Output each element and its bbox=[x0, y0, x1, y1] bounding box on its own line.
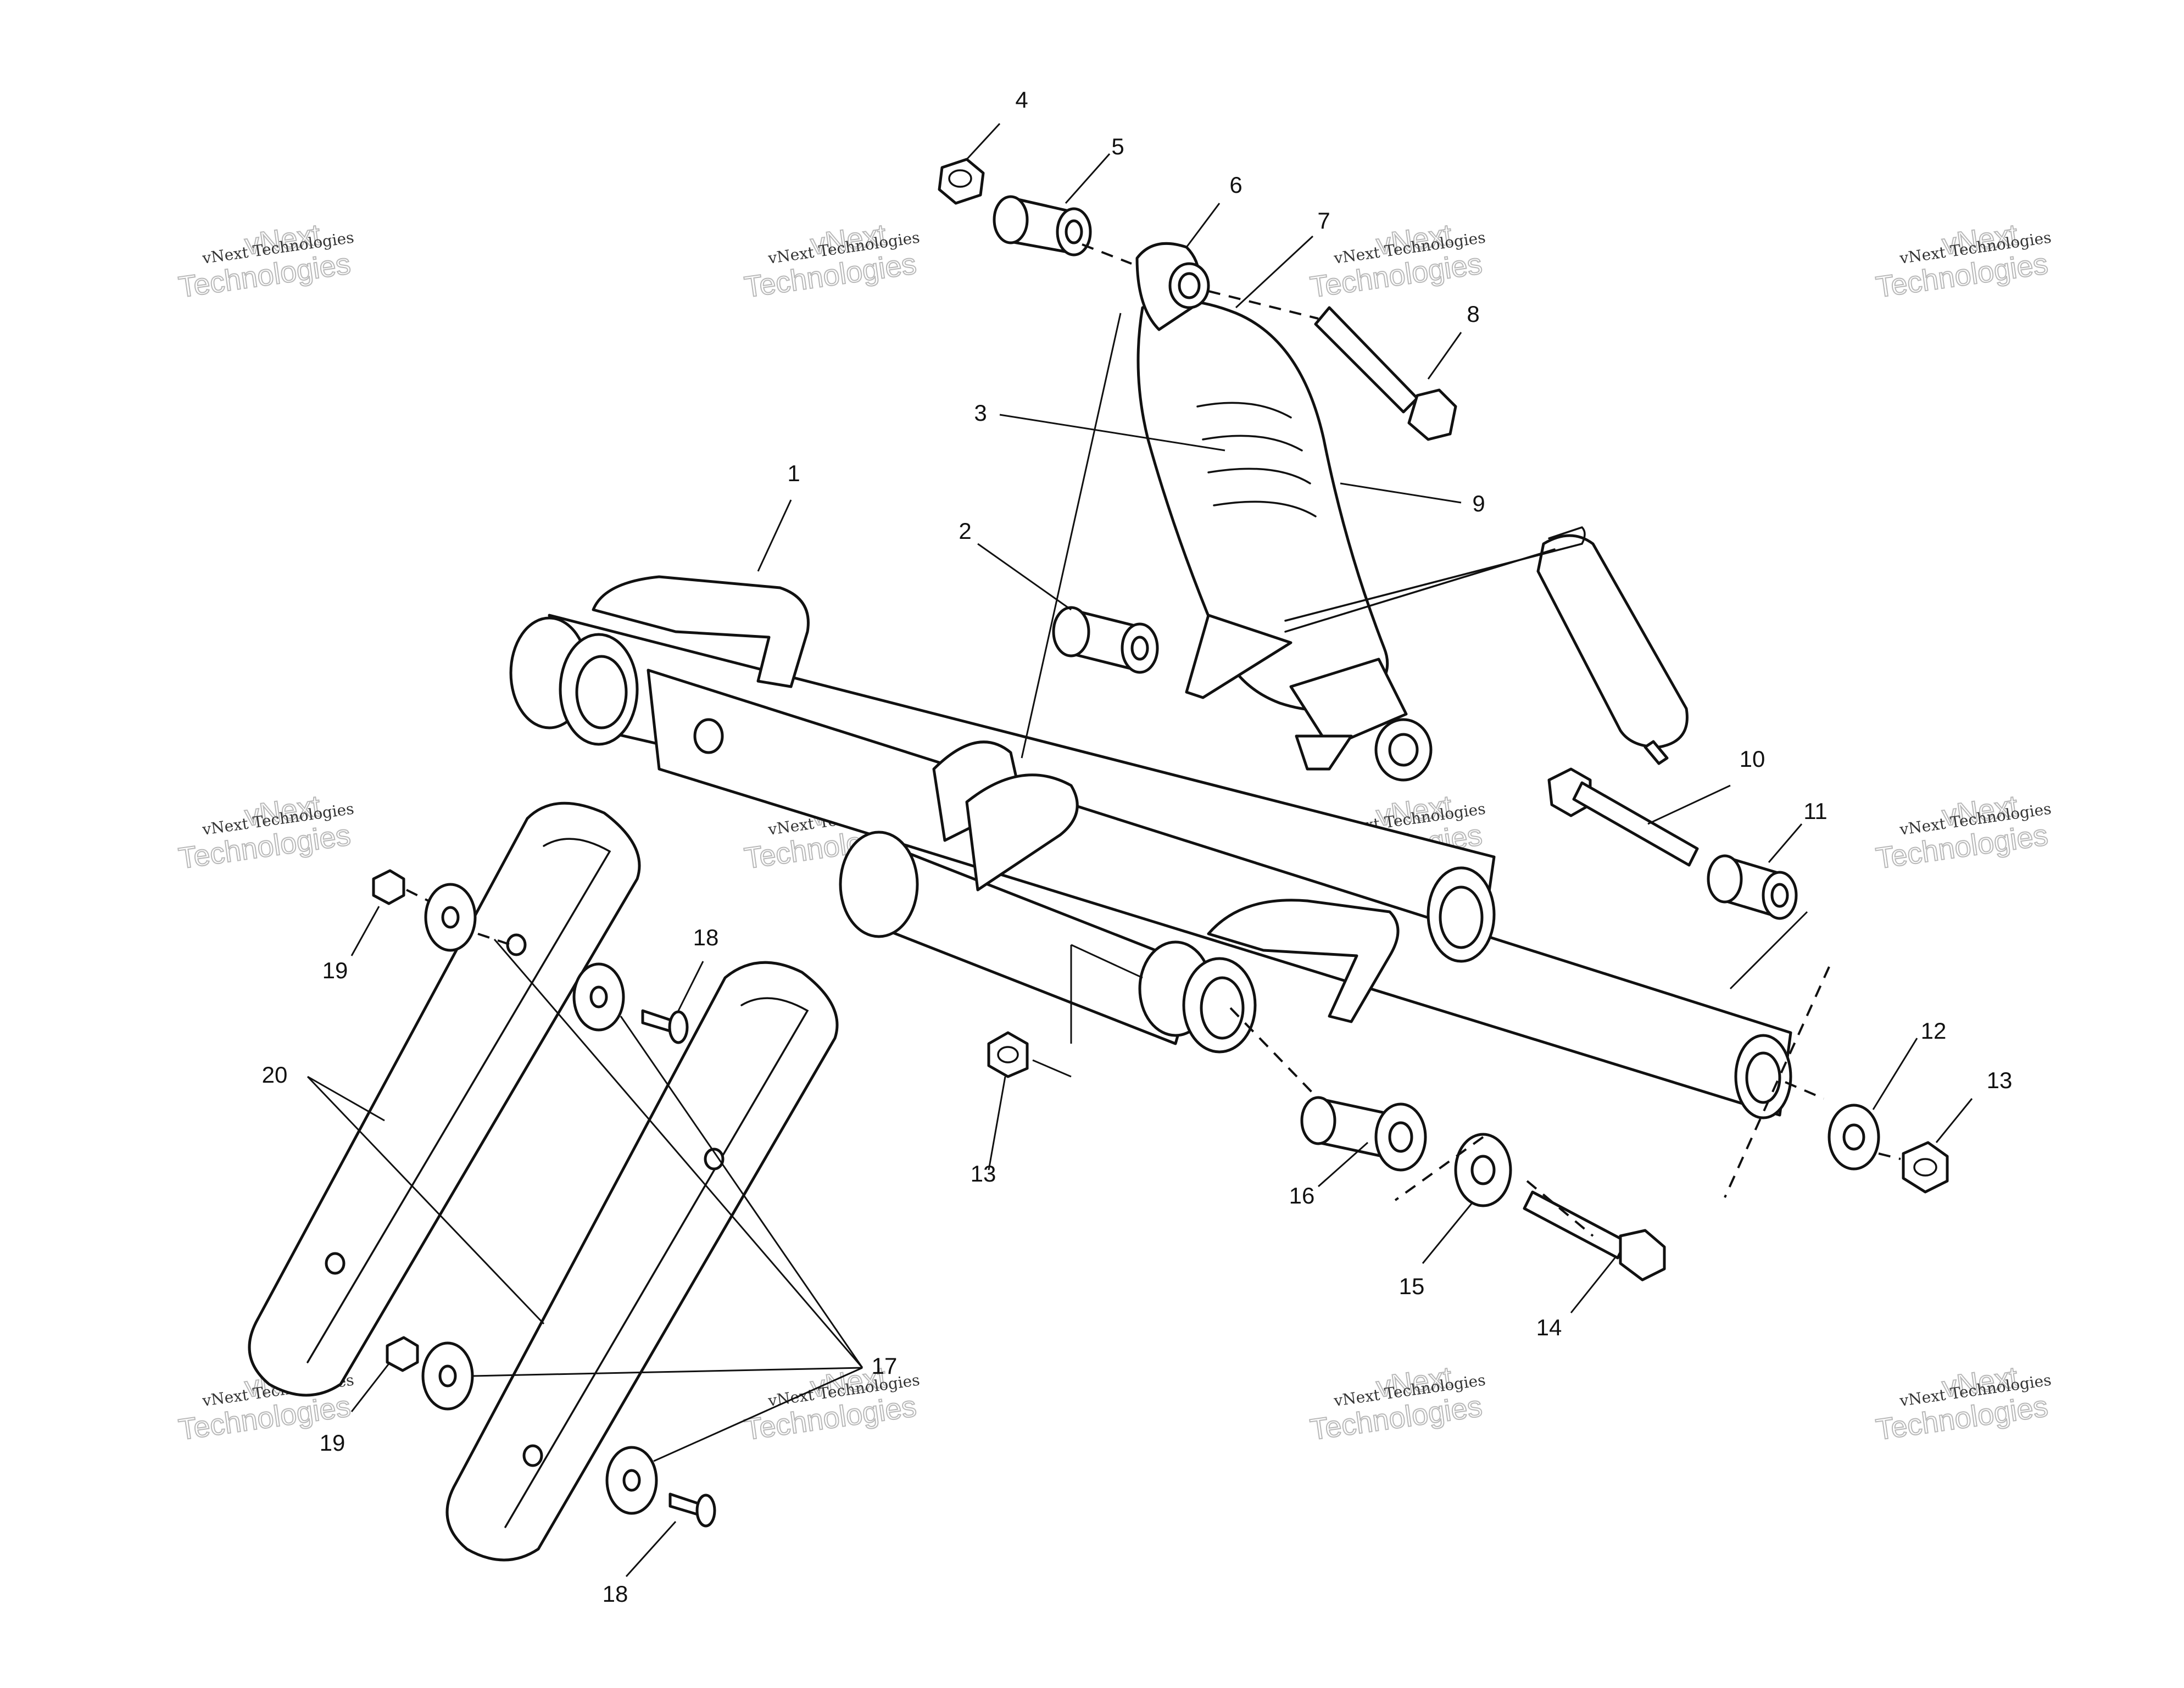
link-arm bbox=[445, 961, 839, 1562]
flanged-bushing bbox=[1300, 1096, 1427, 1172]
callout-17: 17 bbox=[872, 1353, 898, 1379]
callout-19: 19 bbox=[322, 957, 348, 983]
spacer bbox=[1052, 606, 1159, 674]
watermark: vNext vNext Technologies Technologies bbox=[1307, 1360, 1486, 1447]
spacer bbox=[993, 195, 1092, 257]
callout-18: 18 bbox=[603, 1581, 628, 1607]
watermark: vNext vNext Technologies Technologies bbox=[742, 218, 921, 304]
pin bbox=[641, 1009, 689, 1044]
assembly-lines bbox=[406, 243, 1901, 1237]
bolt bbox=[1314, 306, 1457, 441]
callout-2: 2 bbox=[959, 518, 971, 544]
callout-7: 7 bbox=[1317, 208, 1330, 233]
watermark: vNext vNext Technologies Technologies bbox=[1873, 789, 2052, 876]
watermark: vNext vNext Technologies Technologies bbox=[176, 218, 355, 304]
bolt bbox=[1523, 1190, 1666, 1282]
washer bbox=[572, 962, 625, 1032]
callout-13: 13 bbox=[971, 1161, 996, 1186]
callout-10: 10 bbox=[1740, 746, 1765, 772]
leader-lines bbox=[307, 122, 1973, 1578]
callout-6: 6 bbox=[1229, 172, 1242, 198]
callout-13: 13 bbox=[1987, 1067, 2013, 1093]
washer bbox=[605, 1446, 658, 1515]
watermark: vNext vNext Technologies Technologies bbox=[1873, 218, 2052, 304]
nut bbox=[938, 158, 985, 205]
callout-15: 15 bbox=[1399, 1273, 1425, 1299]
washer bbox=[1454, 1133, 1512, 1207]
watermark: vNext vNext Technologies Technologies bbox=[1307, 218, 1486, 304]
nut bbox=[386, 1336, 419, 1372]
callout-20: 20 bbox=[262, 1062, 288, 1088]
washer bbox=[424, 883, 477, 952]
callout-9: 9 bbox=[1472, 491, 1485, 516]
callout-12: 12 bbox=[1921, 1018, 1947, 1044]
nut bbox=[987, 1031, 1029, 1078]
nut bbox=[1902, 1141, 1949, 1194]
callout-11: 11 bbox=[1803, 798, 1828, 824]
pin bbox=[668, 1492, 716, 1528]
callout-16: 16 bbox=[1289, 1183, 1315, 1208]
spacer bbox=[1707, 854, 1798, 920]
shock-absorber bbox=[1135, 242, 1689, 782]
bolt bbox=[1547, 767, 1699, 867]
callout-8: 8 bbox=[1467, 301, 1479, 327]
callout-1: 1 bbox=[787, 460, 800, 486]
callout-3: 3 bbox=[974, 400, 987, 426]
watermark: vNext vNext Technologies Technologies bbox=[176, 789, 355, 876]
nut bbox=[372, 869, 405, 905]
washer bbox=[1828, 1104, 1880, 1171]
callout-19: 19 bbox=[320, 1430, 346, 1456]
swing-arm bbox=[509, 575, 1792, 1119]
link-arm bbox=[248, 801, 641, 1397]
callout-labels: 1 2 3 4 5 6 7 8 9 10 11 12 13 13 14 15 1… bbox=[262, 87, 2013, 1607]
callout-14: 14 bbox=[1536, 1314, 1562, 1340]
washer bbox=[421, 1341, 474, 1411]
callout-4: 4 bbox=[1015, 87, 1028, 113]
callout-18: 18 bbox=[693, 924, 719, 950]
callout-5: 5 bbox=[1111, 133, 1124, 159]
watermark: vNext vNext Technologies Technologies bbox=[1873, 1360, 2052, 1447]
